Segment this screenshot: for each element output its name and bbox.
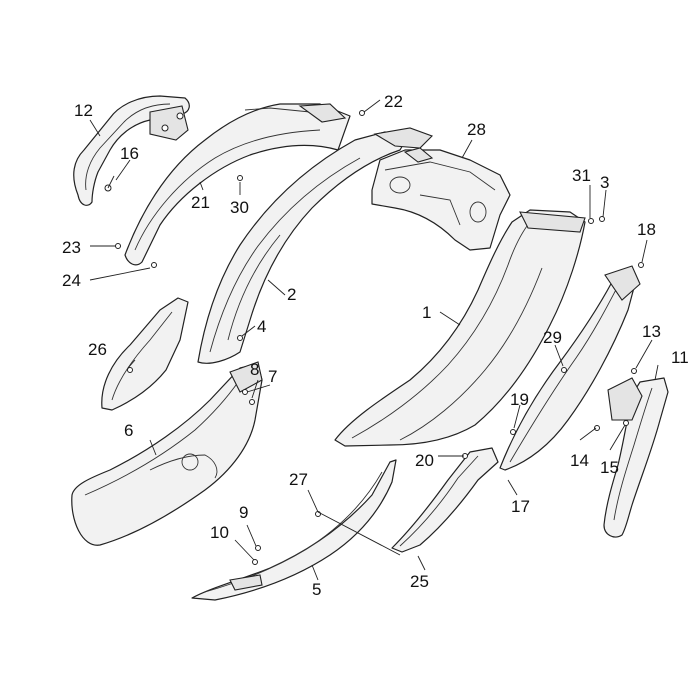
callout-26: 26	[88, 340, 107, 359]
callout-2: 2	[287, 285, 296, 304]
callout-7: 7	[268, 367, 277, 386]
callout-labels: 12 16 21 30 22 28 31 3 18 23 24 2 4 1 29…	[62, 92, 689, 599]
callout-10: 10	[210, 523, 229, 542]
part-26-bracket	[101, 297, 189, 411]
callout-18: 18	[637, 220, 656, 239]
callout-6: 6	[124, 421, 133, 440]
part-6-lower-front-panel	[71, 361, 263, 546]
callout-21: 21	[191, 193, 210, 212]
part-1-side-cowling	[334, 209, 586, 447]
part-21-upper-panel	[124, 103, 351, 266]
callout-30: 30	[230, 198, 249, 217]
callout-11: 11	[671, 348, 689, 367]
part-12-handle	[73, 95, 190, 206]
callout-5: 5	[312, 580, 321, 599]
part-5-footboard-trim	[191, 459, 397, 601]
part-2-side-frame-cover	[197, 127, 433, 364]
callout-3: 3	[600, 173, 609, 192]
callout-15: 15	[600, 458, 619, 477]
callout-29: 29	[543, 328, 562, 347]
callout-14: 14	[570, 451, 589, 470]
callout-31: 31	[572, 166, 591, 185]
callout-17: 17	[511, 497, 530, 516]
callout-13: 13	[642, 322, 661, 341]
callout-25: 25	[410, 572, 429, 591]
callout-22: 22	[384, 92, 403, 111]
callout-8: 8	[250, 360, 259, 379]
callout-20: 20	[415, 451, 434, 470]
part-17-rear-side-cover	[499, 265, 641, 471]
callout-4: 4	[257, 317, 266, 336]
callout-1: 1	[422, 303, 431, 322]
callout-9: 9	[239, 503, 248, 522]
callout-23: 23	[62, 238, 81, 257]
part-25-rear-strip	[391, 447, 499, 553]
callout-12: 12	[74, 101, 93, 120]
part-11-rear-grab-rail	[603, 377, 669, 538]
callout-19: 19	[510, 390, 529, 409]
callout-16: 16	[120, 144, 139, 163]
callout-27: 27	[289, 470, 308, 489]
callout-24: 24	[62, 271, 81, 290]
callout-28: 28	[467, 120, 486, 139]
leader-lines	[89, 99, 659, 581]
part-28-rear-inner-frame	[371, 147, 511, 251]
